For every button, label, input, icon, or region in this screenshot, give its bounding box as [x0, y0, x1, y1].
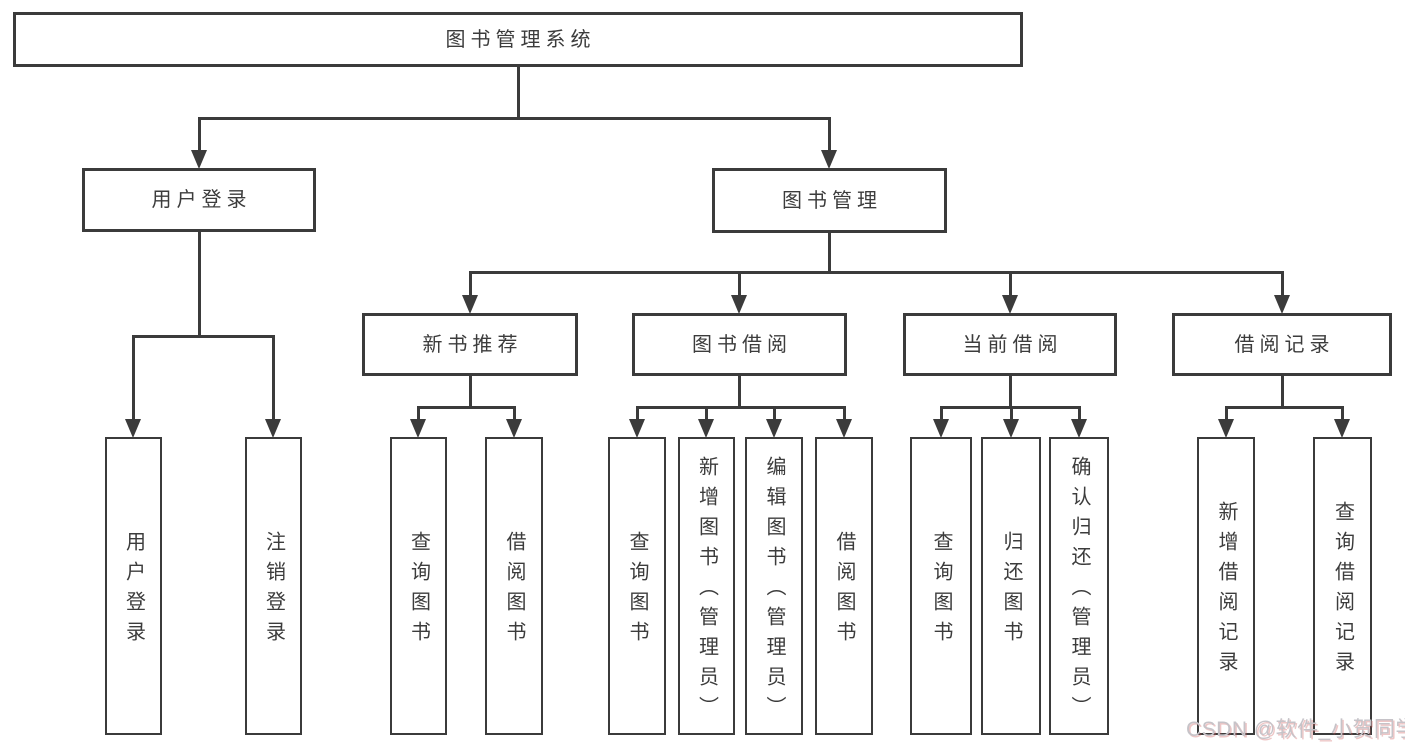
node-cb-return-book: 归还图书	[981, 437, 1041, 735]
connector-stem-book-mgmt	[828, 233, 831, 272]
node-label-new-book-rec: 新书推荐	[422, 333, 523, 356]
connector-drop-user-login	[197, 118, 201, 153]
arrow-down-icon	[410, 419, 426, 438]
node-label-borrow-record: 借阅记录	[1234, 333, 1335, 356]
node-bb-query-book: 查询图书	[608, 437, 666, 735]
node-label-bb-edit-book: 编辑图书（管理员）	[763, 456, 785, 726]
node-book-borrow: 图书借阅	[632, 313, 847, 376]
node-label-current-borrow: 当前借阅	[962, 333, 1063, 356]
connector-stem-new-book-rec	[468, 376, 472, 407]
connector-bar-book-borrow	[635, 405, 846, 409]
connector-bar-borrow-record	[1224, 405, 1344, 409]
connector-bar-user-login	[132, 334, 275, 338]
node-user-login: 用户登录	[82, 168, 316, 232]
node-label-root: 图书管理系统	[445, 28, 596, 51]
node-label-cb-confirm-return: 确认归还（管理员）	[1068, 456, 1090, 726]
node-label-rec-query-book: 查询图书	[407, 531, 430, 651]
arrow-down-icon	[1002, 419, 1019, 438]
connector-bar-root	[197, 116, 831, 120]
connector-drop-cb-query-book	[939, 407, 943, 422]
node-label-cb-query-book: 查询图书	[930, 531, 952, 651]
node-label-bb-borrow-book: 借阅图书	[833, 531, 855, 651]
node-book-mgmt: 图书管理	[712, 168, 947, 233]
node-current-borrow: 当前借阅	[903, 313, 1117, 376]
node-bb-add-book: 新增图书（管理员）	[678, 437, 735, 735]
connector-stem-current-borrow	[1008, 376, 1012, 407]
node-br-add-record: 新增借阅记录	[1197, 437, 1255, 735]
arrow-down-icon	[932, 419, 949, 438]
node-cb-query-book: 查询图书	[910, 437, 972, 735]
connector-drop-cb-return-book	[1009, 407, 1013, 422]
connector-bar-book-mgmt	[468, 270, 1284, 274]
arrow-down-icon	[1217, 419, 1234, 438]
node-br-query-record: 查询借阅记录	[1313, 437, 1372, 735]
arrow-down-icon	[821, 150, 837, 169]
connector-stem-borrow-record	[1280, 376, 1284, 407]
arrow-down-icon	[698, 419, 714, 438]
arrow-down-icon	[1334, 419, 1350, 438]
connector-drop-logout-leaf	[272, 336, 275, 422]
connector-drop-current-borrow	[1008, 272, 1012, 298]
connector-drop-new-book-rec	[468, 272, 472, 298]
node-label-cb-return-book: 归还图书	[1000, 531, 1022, 651]
node-label-logout-leaf: 注销登录	[262, 531, 285, 651]
csdn-watermark: CSDN @软件_小贺同学	[1186, 718, 1405, 741]
node-label-user-login: 用户登录	[151, 189, 252, 211]
arrow-down-icon	[731, 295, 747, 314]
connector-drop-book-mgmt	[828, 118, 831, 153]
node-label-user-login-leaf: 用户登录	[122, 531, 145, 651]
node-root: 图书管理系统	[13, 12, 1023, 67]
connector-drop-rec-borrow-book	[512, 407, 516, 422]
connector-drop-cb-confirm-return	[1077, 407, 1081, 422]
connector-bar-new-book-rec	[417, 405, 516, 409]
connector-stem-root	[516, 67, 520, 118]
node-label-book-mgmt: 图书管理	[782, 189, 882, 212]
arrow-down-icon	[1273, 295, 1290, 314]
connector-drop-bb-add-book	[705, 407, 708, 422]
connector-drop-bb-query-book	[635, 407, 639, 422]
node-label-book-borrow: 图书借阅	[692, 333, 792, 356]
connector-drop-rec-query-book	[417, 407, 420, 422]
node-label-rec-borrow-book: 借阅图书	[503, 531, 525, 651]
connector-drop-br-query-record	[1341, 407, 1344, 422]
connector-drop-borrow-record	[1280, 272, 1284, 298]
connector-drop-book-borrow	[738, 272, 741, 298]
connector-drop-br-add-record	[1224, 407, 1228, 422]
node-label-br-add-record: 新增借阅记录	[1215, 501, 1237, 681]
node-user-login-leaf: 用户登录	[105, 437, 162, 735]
node-rec-borrow-book: 借阅图书	[485, 437, 543, 735]
node-label-bb-add-book: 新增图书（管理员）	[695, 456, 718, 726]
connector-drop-user-login-leaf	[132, 336, 135, 422]
arrow-down-icon	[1001, 295, 1018, 314]
arrow-down-icon	[125, 419, 141, 438]
arrow-down-icon	[190, 150, 207, 169]
node-cb-confirm-return: 确认归还（管理员）	[1049, 437, 1109, 735]
arrow-down-icon	[461, 295, 478, 314]
node-logout-leaf: 注销登录	[245, 437, 302, 735]
connector-drop-bb-edit-book	[772, 407, 776, 422]
node-borrow-record: 借阅记录	[1172, 313, 1392, 376]
arrow-down-icon	[765, 419, 782, 438]
connector-stem-book-borrow	[738, 376, 741, 407]
node-new-book-rec: 新书推荐	[362, 313, 578, 376]
arrow-down-icon	[628, 419, 645, 438]
connector-stem-user-login	[197, 232, 201, 336]
arrow-down-icon	[265, 419, 281, 438]
node-bb-edit-book: 编辑图书（管理员）	[745, 437, 803, 735]
arrow-down-icon	[505, 419, 522, 438]
connector-drop-bb-borrow-book	[842, 407, 846, 422]
arrow-down-icon	[835, 419, 852, 438]
node-label-bb-query-book: 查询图书	[626, 531, 648, 651]
arrow-down-icon	[1070, 419, 1087, 438]
node-rec-query-book: 查询图书	[390, 437, 447, 735]
node-label-br-query-record: 查询借阅记录	[1331, 501, 1354, 681]
node-bb-borrow-book: 借阅图书	[815, 437, 873, 735]
